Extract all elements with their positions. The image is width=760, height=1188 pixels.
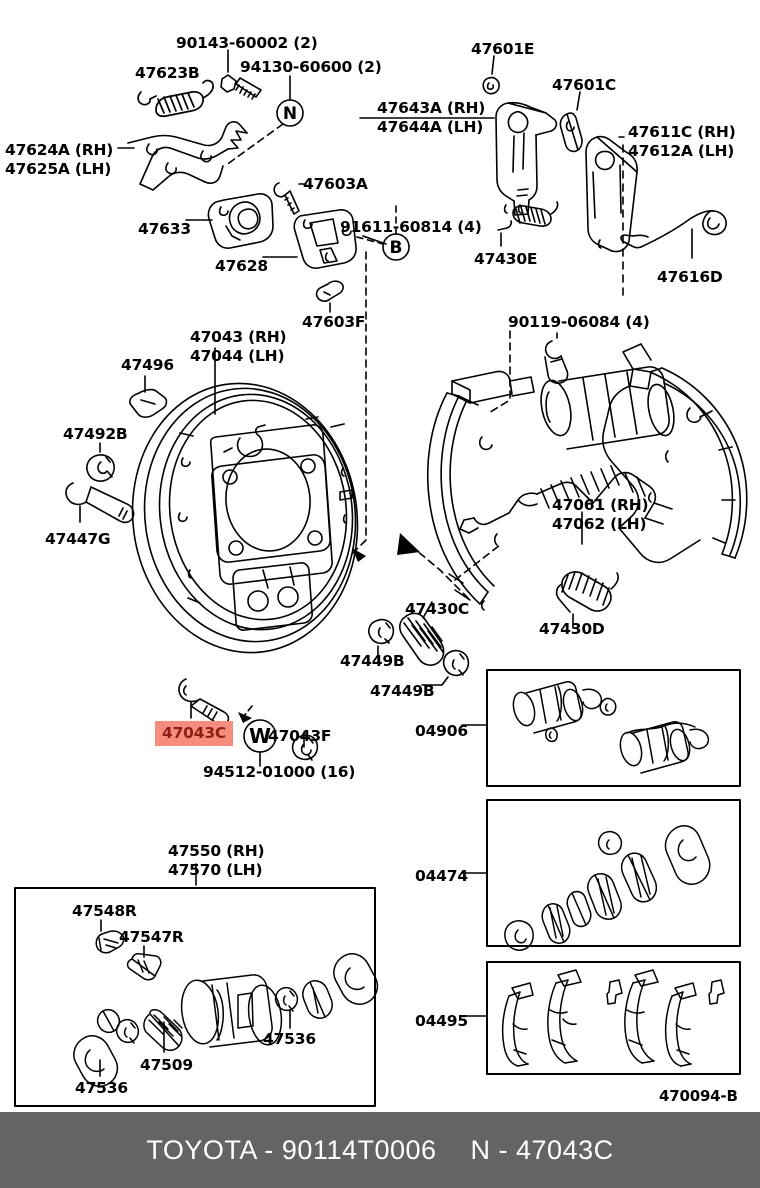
- kit-box-04906: [486, 669, 741, 787]
- bolt-47603a: [273, 182, 300, 215]
- highlighted-part-label-47043c[interactable]: 47043C: [155, 721, 234, 746]
- node-b-letter: B: [390, 238, 403, 258]
- adjuster-47061: [459, 465, 673, 534]
- footer-bar: TOYOTA - 90114T0006 N - 47043C: [0, 1112, 760, 1188]
- cable-47616d: [620, 210, 727, 249]
- kit-04474-parts: [504, 825, 711, 951]
- part-label-47548r[interactable]: 47548R: [72, 902, 137, 920]
- part-label-47509[interactable]: 47509: [140, 1056, 193, 1074]
- part-label-47611c[interactable]: 47611C (RH) 47612A (LH): [628, 123, 736, 160]
- part-label-47603f[interactable]: 47603F: [302, 313, 366, 331]
- lever-47643a: [495, 101, 558, 216]
- clip-47601c: [559, 112, 583, 153]
- part-label-47536[interactable]: 47536: [263, 1030, 316, 1048]
- dashed-w: [243, 705, 253, 717]
- dashed-leader-90119: [486, 330, 511, 415]
- kit-47550-parts: [73, 930, 379, 1087]
- part-label-47430e[interactable]: 47430E: [474, 250, 538, 268]
- part-label-47449b[interactable]: 47449B: [340, 652, 405, 670]
- leader-47430c: [422, 601, 433, 619]
- part-label-47043f[interactable]: 47043F: [268, 727, 332, 745]
- spring-47430e: [497, 201, 559, 231]
- part-label-47449b[interactable]: 47449B: [370, 682, 435, 700]
- bolt-47043c: [178, 678, 230, 727]
- spring-47623b: [137, 79, 214, 118]
- backing-plate-47043: [131, 382, 359, 654]
- leader-47601e: [491, 55, 495, 75]
- housing-47633: [207, 193, 274, 249]
- part-label-47601c[interactable]: 47601C: [552, 76, 617, 94]
- part-label-47643a[interactable]: 47643A (RH) 47644A (LH): [377, 99, 486, 136]
- dashed-leader-b: [356, 202, 397, 245]
- part-label-91611-60814[interactable]: 91611-60814 (4): [340, 218, 482, 236]
- node-n-circle: [276, 99, 304, 127]
- bolt-90119-06084: [544, 340, 569, 384]
- part-label-90143-60002[interactable]: 90143-60002 (2): [176, 34, 318, 52]
- part-label-04495[interactable]: 04495: [415, 1012, 468, 1030]
- spring-47430c: [399, 612, 445, 666]
- nut-47043f: [291, 734, 319, 761]
- kit-box-04495: [486, 961, 741, 1075]
- bolt-47603f: [315, 280, 344, 302]
- washer-47449b-lower: [442, 649, 470, 677]
- brake-shoe-left: [426, 370, 535, 611]
- kit-04495-parts: [501, 969, 725, 1067]
- part-label-04906[interactable]: 04906: [415, 722, 468, 740]
- node-n-letter: N: [283, 104, 297, 124]
- part-label-47492b[interactable]: 47492B: [63, 425, 128, 443]
- footer-node-part: N - 47043C: [470, 1134, 614, 1165]
- node-w-letter: W: [249, 724, 271, 748]
- diagram-code-label: 470094-B: [659, 1087, 738, 1105]
- part-label-47447g[interactable]: 47447G: [45, 530, 111, 548]
- part-label-47601e[interactable]: 47601E: [471, 40, 535, 58]
- part-label-47496[interactable]: 47496: [121, 356, 174, 374]
- diagram-illustration: N B W: [14, 49, 748, 1107]
- part-label-47430d[interactable]: 47430D: [539, 620, 605, 638]
- part-label-47043[interactable]: 47043 (RH) 47044 (LH): [190, 328, 287, 365]
- part-label-47603a[interactable]: 47603A: [303, 175, 368, 193]
- part-label-47623b[interactable]: 47623B: [135, 64, 200, 82]
- part-label-47624a[interactable]: 47624A (RH) 47625A (LH): [5, 141, 114, 178]
- footer-brand-part: TOYOTA - 90114T0006: [146, 1134, 437, 1165]
- brake-shoe-right: [602, 343, 748, 564]
- nut-47492b: [86, 454, 115, 482]
- part-label-47536[interactable]: 47536: [75, 1079, 128, 1097]
- part-label-04474[interactable]: 04474: [415, 867, 468, 885]
- clip-47601e: [482, 76, 500, 95]
- part-label-94130-60600[interactable]: 94130-60600 (2): [240, 58, 382, 76]
- part-label-47430c[interactable]: 47430C: [405, 600, 470, 618]
- kit-box-04474: [486, 799, 741, 947]
- part-label-90119-06084[interactable]: 90119-06084 (4): [508, 313, 650, 331]
- dashed-leader-n: [224, 123, 284, 167]
- wheel-cylinder-upper: [540, 366, 675, 450]
- spring-47430d: [555, 571, 619, 613]
- bracket-47628: [293, 209, 357, 269]
- part-label-47628[interactable]: 47628: [215, 257, 268, 275]
- bolt-47447g: [65, 482, 135, 524]
- part-label-94512-01000[interactable]: 94512-01000 (16): [203, 763, 356, 781]
- kit-04906-parts: [512, 681, 710, 774]
- part-label-47547r[interactable]: 47547R: [119, 928, 184, 946]
- kit-box-47550: [14, 887, 376, 1107]
- washer-47449b-upper: [368, 618, 395, 645]
- part-label-47061[interactable]: 47061 (RH) 47062 (LH): [552, 496, 649, 533]
- dashed-shoe-plate: [409, 544, 501, 601]
- leader-47601c: [576, 91, 581, 111]
- clip-47496: [129, 388, 168, 418]
- part-label-47633[interactable]: 47633: [138, 220, 191, 238]
- part-label-47616d[interactable]: 47616D: [657, 268, 723, 286]
- bolt-90143-60002: [220, 74, 262, 100]
- bracket-47624a: [127, 121, 248, 191]
- leader-47449b-lower: [421, 676, 449, 686]
- lever-47611c: [585, 135, 638, 253]
- part-label-47550[interactable]: 47550 (RH) 47570 (LH): [168, 842, 265, 879]
- leader-b-solid: [362, 235, 387, 245]
